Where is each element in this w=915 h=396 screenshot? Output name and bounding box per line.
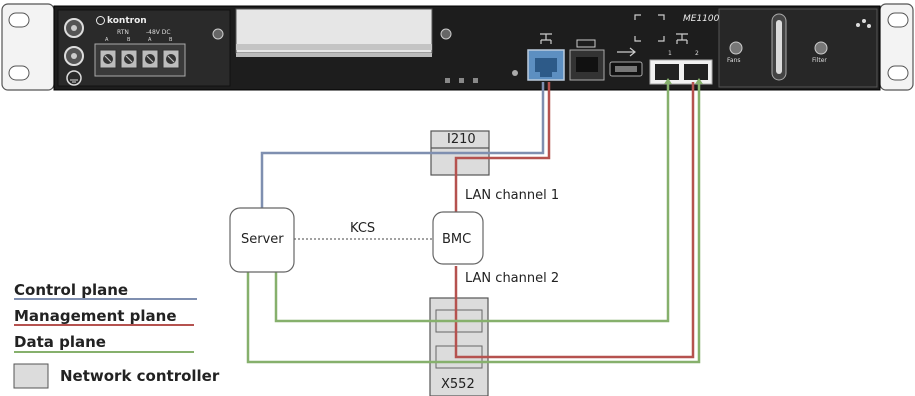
- management-plane-line-2: [454, 82, 695, 359]
- power-label-dc: -48V DC: [146, 29, 171, 36]
- power-module: [57, 9, 231, 87]
- lan-channel-1-label: LAN channel 1: [465, 188, 560, 203]
- arrow-icon: [695, 78, 703, 84]
- kcs-label: KCS: [350, 221, 376, 236]
- fans-label: Fans: [727, 57, 741, 64]
- management-plane-line-1: [454, 82, 551, 236]
- terminal-label-a2: A: [148, 37, 152, 43]
- sfp-data-ports: [649, 33, 713, 85]
- terminal-label-b1: B: [127, 37, 131, 43]
- brand-text: kontron: [107, 16, 147, 26]
- panel-screw-icon: [212, 28, 224, 40]
- fan-module: [718, 8, 878, 88]
- data-plane-line-1: [274, 82, 670, 323]
- right-rack-ear: [879, 3, 914, 91]
- fan-symbol-icon: [856, 19, 871, 28]
- legend-management-plane: Management plane: [14, 307, 177, 325]
- corner-brackets: [634, 14, 665, 42]
- server-box: [229, 207, 295, 273]
- usb-icon: [617, 47, 636, 57]
- lan-channel-2-label: LAN channel 2: [465, 271, 560, 286]
- terminal-label-b2: B: [169, 37, 173, 43]
- chassis-front-panel: 1 2: [1, 3, 914, 91]
- status-leds: [445, 78, 478, 83]
- network-controller-legend-swatch: [13, 363, 49, 389]
- control-plane-line: [260, 82, 545, 208]
- filter-label: Filter: [812, 57, 827, 64]
- terminal-label-a1: A: [105, 37, 109, 43]
- bmc-box: [432, 211, 484, 265]
- network-icon: [540, 33, 552, 44]
- legend-control-plane: Control plane: [14, 281, 129, 299]
- serial-port: [569, 39, 605, 81]
- usb-port: [609, 47, 643, 77]
- port-number-2: 2: [695, 50, 699, 57]
- network-icon: [676, 33, 688, 44]
- data-plane-line-2: [246, 82, 701, 364]
- bmc-label: BMC: [442, 232, 472, 247]
- x552-label: X552: [441, 377, 475, 392]
- power-label-rtn: RTN: [117, 29, 129, 36]
- server-label: Server: [241, 232, 284, 247]
- ground-symbol-icon: [66, 70, 82, 86]
- i210-label: I210: [447, 132, 476, 147]
- management-port: [527, 33, 565, 81]
- brand-logo: kontron: [96, 16, 147, 26]
- blank-slot-panel: [235, 8, 433, 57]
- port-number-1: 1: [668, 50, 672, 57]
- panel-screw-icon: [440, 28, 452, 40]
- legend-network-controller: Network controller: [60, 367, 220, 385]
- arrow-icon: [664, 78, 672, 84]
- model-label: ME1100: [683, 14, 720, 24]
- legend-data-plane: Data plane: [14, 333, 106, 351]
- reset-button-icon: [512, 70, 518, 76]
